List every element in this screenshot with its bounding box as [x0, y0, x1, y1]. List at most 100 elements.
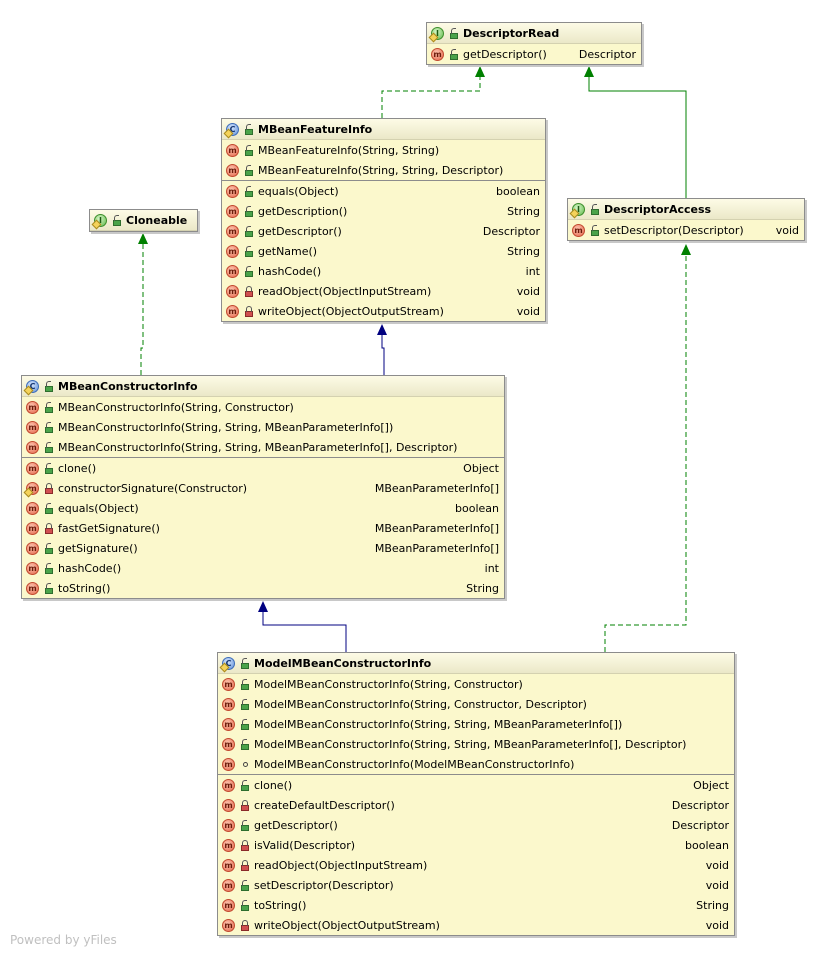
edge-mbeanconstructorinfo-extends-mbeanfeatureinfo [377, 324, 387, 375]
public-visibility-icon [44, 441, 54, 453]
member-signature: writeObject(ObjectOutputStream) [254, 918, 440, 932]
member-return-type: void [705, 918, 729, 932]
public-visibility-icon [240, 879, 250, 891]
method-icon: m [226, 163, 239, 177]
member-signature: readObject(ObjectInputStream) [254, 858, 428, 872]
method-icon: m [222, 818, 235, 832]
method-icon: m [222, 757, 235, 771]
interface-icon: I [569, 202, 585, 218]
method-icon: m [222, 778, 235, 792]
member-signature: setDescriptor(Descriptor) [604, 223, 744, 237]
class-icon: C [219, 656, 235, 672]
node-header[interactable]: I DescriptorRead [427, 23, 641, 44]
method-icon: m [226, 204, 239, 218]
arrowhead [681, 244, 691, 255]
member-signature: fastGetSignature() [58, 521, 160, 535]
overlay-icon [219, 662, 230, 672]
member-signature: readObject(ObjectInputStream) [258, 284, 432, 298]
member-signature: setDescriptor(Descriptor) [254, 878, 394, 892]
arrowhead [138, 233, 148, 244]
method-icon: m [226, 184, 239, 198]
package-visibility-icon [240, 759, 250, 770]
member-return-type: MBeanParameterInfo[] [374, 541, 499, 555]
public-visibility-icon [240, 819, 250, 831]
class-node-descriptorread[interactable]: I DescriptorRead m getDescriptor() Descripto… [426, 22, 642, 65]
edge-modelmbeanconstructorinfo-implements-descriptoraccess [604, 244, 691, 652]
member-signature: toString() [58, 581, 111, 595]
public-visibility-icon [244, 185, 254, 197]
abstract-method-icon: m [572, 223, 585, 237]
method-icon: m [222, 717, 235, 731]
public-visibility-icon [449, 27, 459, 39]
class-name: Cloneable [126, 213, 188, 227]
public-visibility-icon [44, 401, 54, 413]
member-signature: getDescriptor() [463, 47, 547, 61]
member-return-type: void [705, 878, 729, 892]
edge-mbeanconstructorinfo-implements-cloneable [138, 233, 148, 375]
member-return-type: String [507, 244, 540, 258]
method-icon: m [222, 798, 235, 812]
member-return-type: boolean [455, 501, 499, 515]
member-return-type: Descriptor [482, 224, 540, 238]
interface-icon: I [428, 26, 444, 42]
method-icon: m [226, 284, 239, 298]
public-visibility-icon [244, 123, 254, 135]
public-visibility-icon [44, 421, 54, 433]
public-visibility-icon [244, 164, 254, 176]
abstract-method-icon: m [431, 47, 444, 61]
method-icon: m [226, 304, 239, 318]
member-signature: equals(Object) [58, 501, 139, 515]
member-return-type: Object [463, 461, 499, 475]
member-signature: ModelMBeanConstructorInfo(String, Constr… [254, 677, 523, 691]
powered-by-footer: Powered by yFiles [10, 933, 117, 947]
class-name: DescriptorRead [463, 26, 560, 40]
